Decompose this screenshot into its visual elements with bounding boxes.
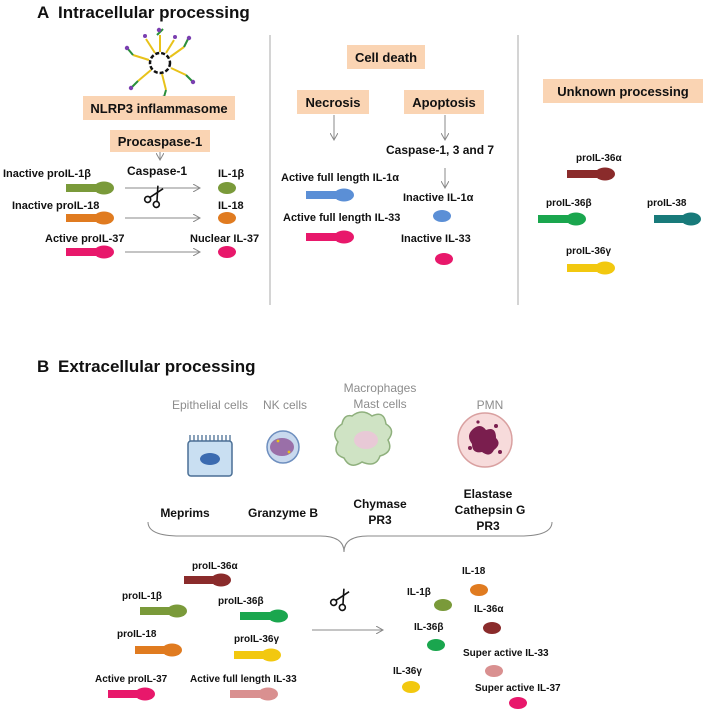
b-proil36g-shape xyxy=(234,648,281,662)
proil36a-label: proIL-36α xyxy=(576,153,622,164)
b-proil36b-label: proIL-36β xyxy=(218,596,264,607)
b-active-proil37-label: Active proIL-37 xyxy=(95,674,168,685)
full-il1a-shape xyxy=(306,188,354,202)
pmn-label: PMN xyxy=(476,398,504,412)
il37-shape xyxy=(218,246,236,258)
out-super-il37-label: Super active IL-37 xyxy=(475,683,561,694)
active-full-il33-label: Active full length IL-33 xyxy=(283,212,401,224)
scissors-icon xyxy=(143,185,164,209)
out-il36g-shape xyxy=(402,681,420,693)
out-il33-shape xyxy=(485,665,503,677)
caspase-137-label: Caspase-1, 3 and 7 xyxy=(386,143,495,157)
procaspase-box: Procaspase-1 xyxy=(110,130,210,152)
caspase1-label: Caspase-1 xyxy=(127,164,188,178)
b-active-full-il33-label: Active full length IL-33 xyxy=(190,674,297,685)
nlrp3-box: NLRP3 inflammasome xyxy=(83,96,235,120)
macrophage-icon xyxy=(334,411,393,466)
proil36a-shape xyxy=(567,167,615,181)
out-il36a-shape xyxy=(483,622,501,634)
nk-cell-icon xyxy=(266,430,300,464)
elastase-label: Elastase xyxy=(463,487,513,501)
out-il36g-label: IL-36γ xyxy=(393,666,422,677)
pmn-icon xyxy=(457,412,513,468)
inflammasome-icon xyxy=(124,27,196,101)
proil36b-label: proIL-36β xyxy=(546,198,592,209)
b-proil36a-shape xyxy=(184,573,231,587)
out-il1b-label: IL-1β xyxy=(407,587,431,598)
proil36g-shape xyxy=(567,261,615,275)
b-proil18-shape xyxy=(135,643,182,657)
out-il18-label: IL-18 xyxy=(462,566,486,577)
cathepsin-label: Cathepsin G xyxy=(454,503,526,517)
inactive-proil18-label: Inactive proIL-18 xyxy=(12,200,100,212)
inactive-il1a-label: Inactive IL-1α xyxy=(403,192,474,204)
chymase-label: Chymase xyxy=(353,497,407,511)
nk-cells-label: NK cells xyxy=(262,398,307,412)
proil36b-shape xyxy=(538,212,586,226)
curly-brace xyxy=(147,521,553,553)
b-proil36g-label: proIL-36γ xyxy=(234,634,280,645)
proil38-shape xyxy=(654,212,701,226)
inactive-il33-shape xyxy=(435,253,453,265)
active-proil37-label: Active proIL-37 xyxy=(45,233,125,245)
out-super-il33-label: Super active IL-33 xyxy=(463,648,549,659)
section-b-title: Extracellular processing xyxy=(58,357,256,376)
inactive-il1a-shape xyxy=(433,210,451,222)
inactive-il33-label: Inactive IL-33 xyxy=(401,233,471,245)
proil36g-label: proIL-36γ xyxy=(566,246,612,257)
out-il36a-label: IL-36α xyxy=(474,604,504,615)
b-proil1b-label: proIL-1β xyxy=(122,591,162,602)
section-b-letter: B xyxy=(37,357,50,376)
proil1b-shape xyxy=(66,181,114,195)
mast-cells-label: Mast cells xyxy=(353,397,407,411)
b-proil18-label: proIL-18 xyxy=(117,629,157,640)
scissors-icon-b xyxy=(329,588,350,612)
proil37-shape xyxy=(66,245,114,259)
b-proil1b-shape xyxy=(140,604,187,618)
epithelial-cell-icon xyxy=(187,435,233,477)
necrosis-box: Necrosis xyxy=(297,90,369,114)
out-il18-shape xyxy=(470,584,488,596)
apoptosis-box: Apoptosis xyxy=(404,90,484,114)
section-a-title: Intracellular processing xyxy=(58,3,250,22)
proil38-label: proIL-38 xyxy=(647,198,687,209)
pr3-label-a: PR3 xyxy=(368,513,392,527)
inactive-proil1b-label: Inactive proIL-1β xyxy=(3,168,92,180)
pr3-label-b: PR3 xyxy=(476,519,500,533)
active-full-il1a-label: Active full length IL-1α xyxy=(281,172,399,184)
out-il37-shape xyxy=(509,697,527,709)
meprims-label: Meprims xyxy=(160,506,210,520)
b-proil37-shape xyxy=(108,687,155,701)
b-proil36b-shape xyxy=(240,609,288,623)
full-il33-shape xyxy=(306,230,354,244)
macrophages-label: Macrophages xyxy=(343,381,417,395)
il1b-shape xyxy=(218,182,236,194)
out-il36b-label: IL-36β xyxy=(414,622,444,633)
section-a-letter: A xyxy=(37,3,50,22)
out-il36b-shape xyxy=(427,639,445,651)
il1b-label: IL-1β xyxy=(218,168,245,180)
il18-label: IL-18 xyxy=(218,200,244,212)
unknown-processing-box: Unknown processing xyxy=(543,79,703,103)
b-proil36a-label: proIL-36α xyxy=(192,561,238,572)
epithelial-cells-label: Epithelial cells xyxy=(171,398,249,412)
cell-death-box: Cell death xyxy=(347,45,425,69)
out-il1b-shape xyxy=(434,599,452,611)
il18-shape xyxy=(218,212,236,224)
b-full-il33-shape xyxy=(230,687,278,701)
granzyme-label: Granzyme B xyxy=(247,506,319,520)
nuclear-il37-label: Nuclear IL-37 xyxy=(190,233,260,245)
proil18-shape xyxy=(66,211,114,225)
